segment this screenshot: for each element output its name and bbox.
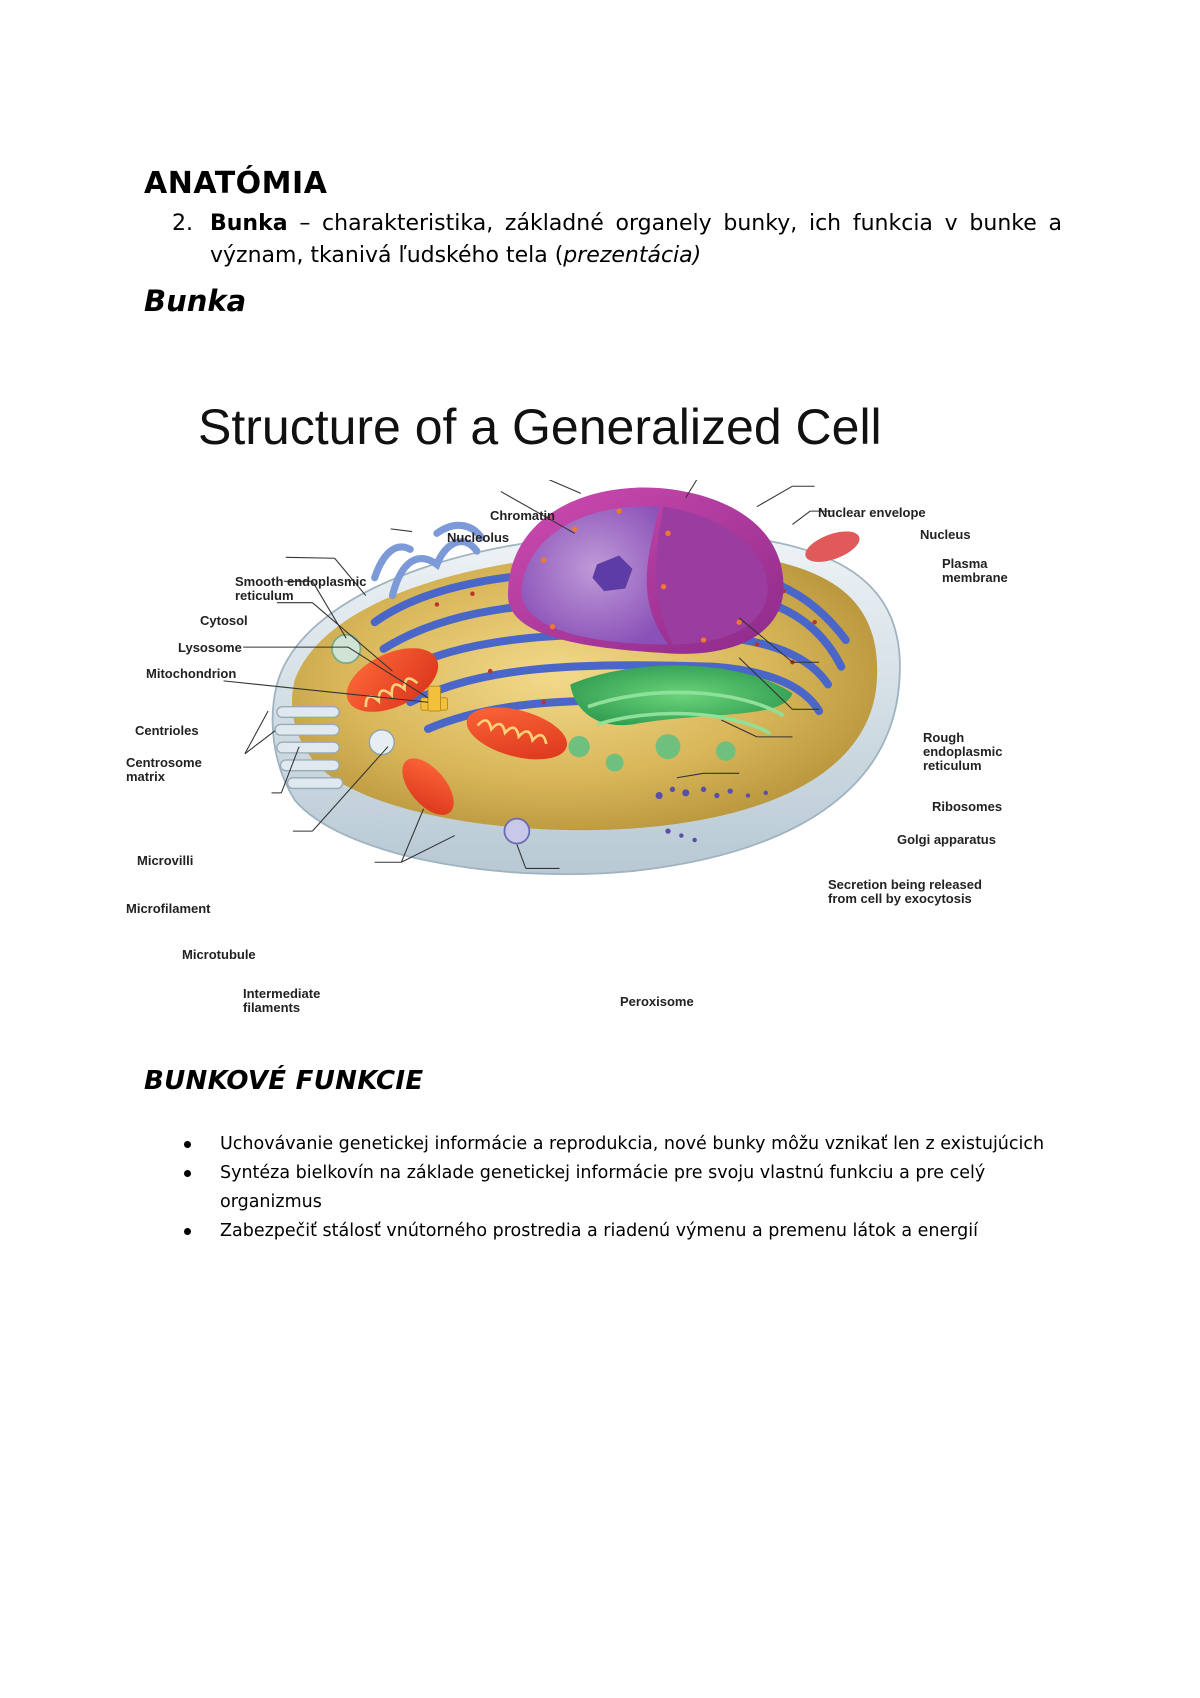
- document-heading: ANATÓMIA: [144, 166, 328, 201]
- item-body: Bunka – charakteristika, základné organe…: [210, 208, 1062, 272]
- leader-lines: [223, 480, 833, 869]
- list-item: Uchovávanie genetickej informácie a repr…: [180, 1130, 1060, 1159]
- bullet-icon: [184, 1141, 191, 1148]
- list-item: Syntéza bielkovín na základe genetickej …: [180, 1159, 1060, 1217]
- functions-list: Uchovávanie genetickej informácie a repr…: [180, 1130, 1060, 1246]
- nucleus-shape: [508, 487, 784, 654]
- golgi-shape: [568, 665, 793, 772]
- bullet-icon: [184, 1228, 191, 1235]
- section-heading: BUNKOVÉ FUNKCIE: [144, 1066, 424, 1096]
- subheading: Bunka: [144, 284, 247, 318]
- plasma-vesicle-shape: [805, 531, 860, 562]
- vesicle-shape: [368, 729, 395, 756]
- lysosome-shape: [331, 633, 362, 664]
- list-item: Zabezpečiť stálosť vnútorného prostredia…: [180, 1217, 1060, 1246]
- item-italic-text: prezentácia): [563, 243, 702, 268]
- list-item-text: Syntéza bielkovín na základe genetickej …: [220, 1163, 986, 1212]
- microvilli-shape: [274, 706, 344, 790]
- list-item-text: Uchovávanie genetickej informácie a repr…: [220, 1134, 1045, 1154]
- centrioles-shape: [420, 685, 448, 712]
- item-number: 2.: [172, 211, 193, 236]
- peroxisome-shape: [503, 817, 531, 845]
- list-item-text: Zabezpečiť stálosť vnútorného prostredia…: [220, 1221, 978, 1241]
- smooth-er-shape: [371, 521, 485, 600]
- item-bold-term: Bunka: [210, 211, 288, 236]
- numbered-item: 2. Bunka – charakteristika, základné org…: [172, 208, 1062, 272]
- figure-title: Structure of a Generalized Cell: [198, 399, 882, 455]
- secretion-dots: [655, 786, 768, 843]
- bullet-icon: [184, 1170, 191, 1177]
- cell-diagram: [223, 480, 901, 876]
- item-text: – charakteristika, základné organely bun…: [210, 211, 1062, 268]
